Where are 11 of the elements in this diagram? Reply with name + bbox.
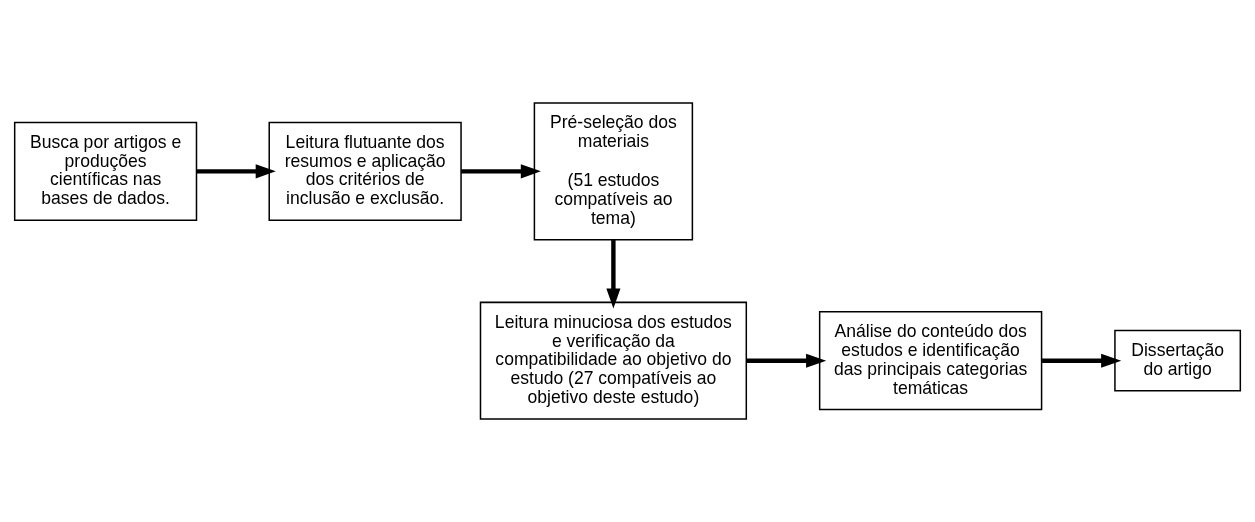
arrow: [196, 164, 276, 179]
node-box: Dissertação do artigo: [1114, 329, 1242, 392]
arrow: [461, 164, 541, 179]
node-box: Leitura flutuante dos resumos e aplicação dos critérios de inclusão e exclusão.: [268, 121, 462, 221]
arrow: [746, 353, 827, 368]
node-box: Análise do conteúdo dos estudos e identificação das principais categorias temáticas: [818, 311, 1043, 411]
node-box: Leitura minuciosa dos estudos e verificação da compatibilidade ao objetivo do estudo (27 compatíveis ao objetivo deste estudo): [479, 301, 748, 420]
arrow: [1042, 353, 1122, 368]
arrow: [606, 240, 621, 309]
node-box: Busca por artigos e produções científicas nas bases de dados.: [13, 121, 198, 221]
node-box: Pré-seleção dos materiais (51 estudos compatíveis ao tema): [533, 102, 694, 241]
